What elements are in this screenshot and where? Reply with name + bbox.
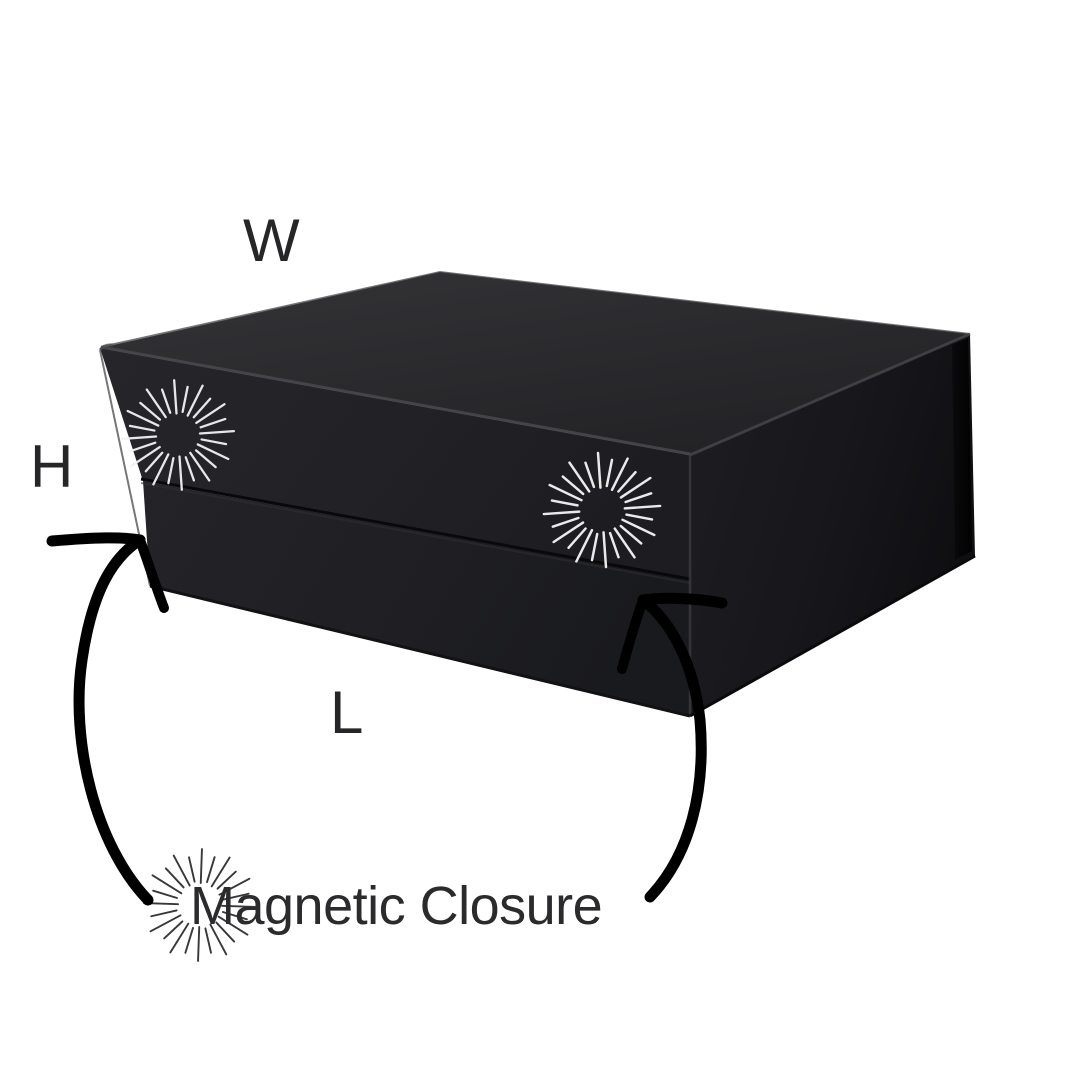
curved-arrow-left-head-upper: [46, 532, 146, 547]
box-front-lid: [100, 348, 690, 580]
box-bottom-front-edge: [149, 584, 691, 718]
box-top-front-edge: [100, 345, 691, 456]
box-front-base: [143, 481, 690, 715]
lid-divider-line: [140, 477, 691, 581]
curved-arrow-left-head-lower: [135, 535, 169, 613]
magnetic-closure-caption: Magnetic Closure: [190, 876, 603, 936]
lid-divider-highlight: [140, 482, 691, 584]
box-left-corner-highlight: [98, 343, 114, 351]
dimension-label-w: W: [243, 207, 300, 274]
curved-arrow-left-shaft: [73, 534, 154, 906]
curved-arrow-left: [46, 532, 169, 906]
gift-box: [98, 270, 976, 718]
curved-arrow-right-shaft: [637, 594, 707, 903]
dimension-label-h: H: [30, 433, 74, 500]
curved-arrow-right: [617, 592, 728, 903]
box-top-back-edge: [100, 270, 971, 348]
curved-arrow-right-head-lower: [617, 595, 648, 674]
box-side-face: [690, 334, 975, 715]
box-side-inner-rim: [952, 338, 972, 560]
dimension-label-l: L: [330, 679, 364, 746]
box-bottom-right-edge: [689, 554, 976, 718]
box-top-face: [100, 272, 970, 455]
curved-arrow-right-head-upper: [637, 592, 728, 609]
box-top-right-ridge: [689, 332, 971, 457]
